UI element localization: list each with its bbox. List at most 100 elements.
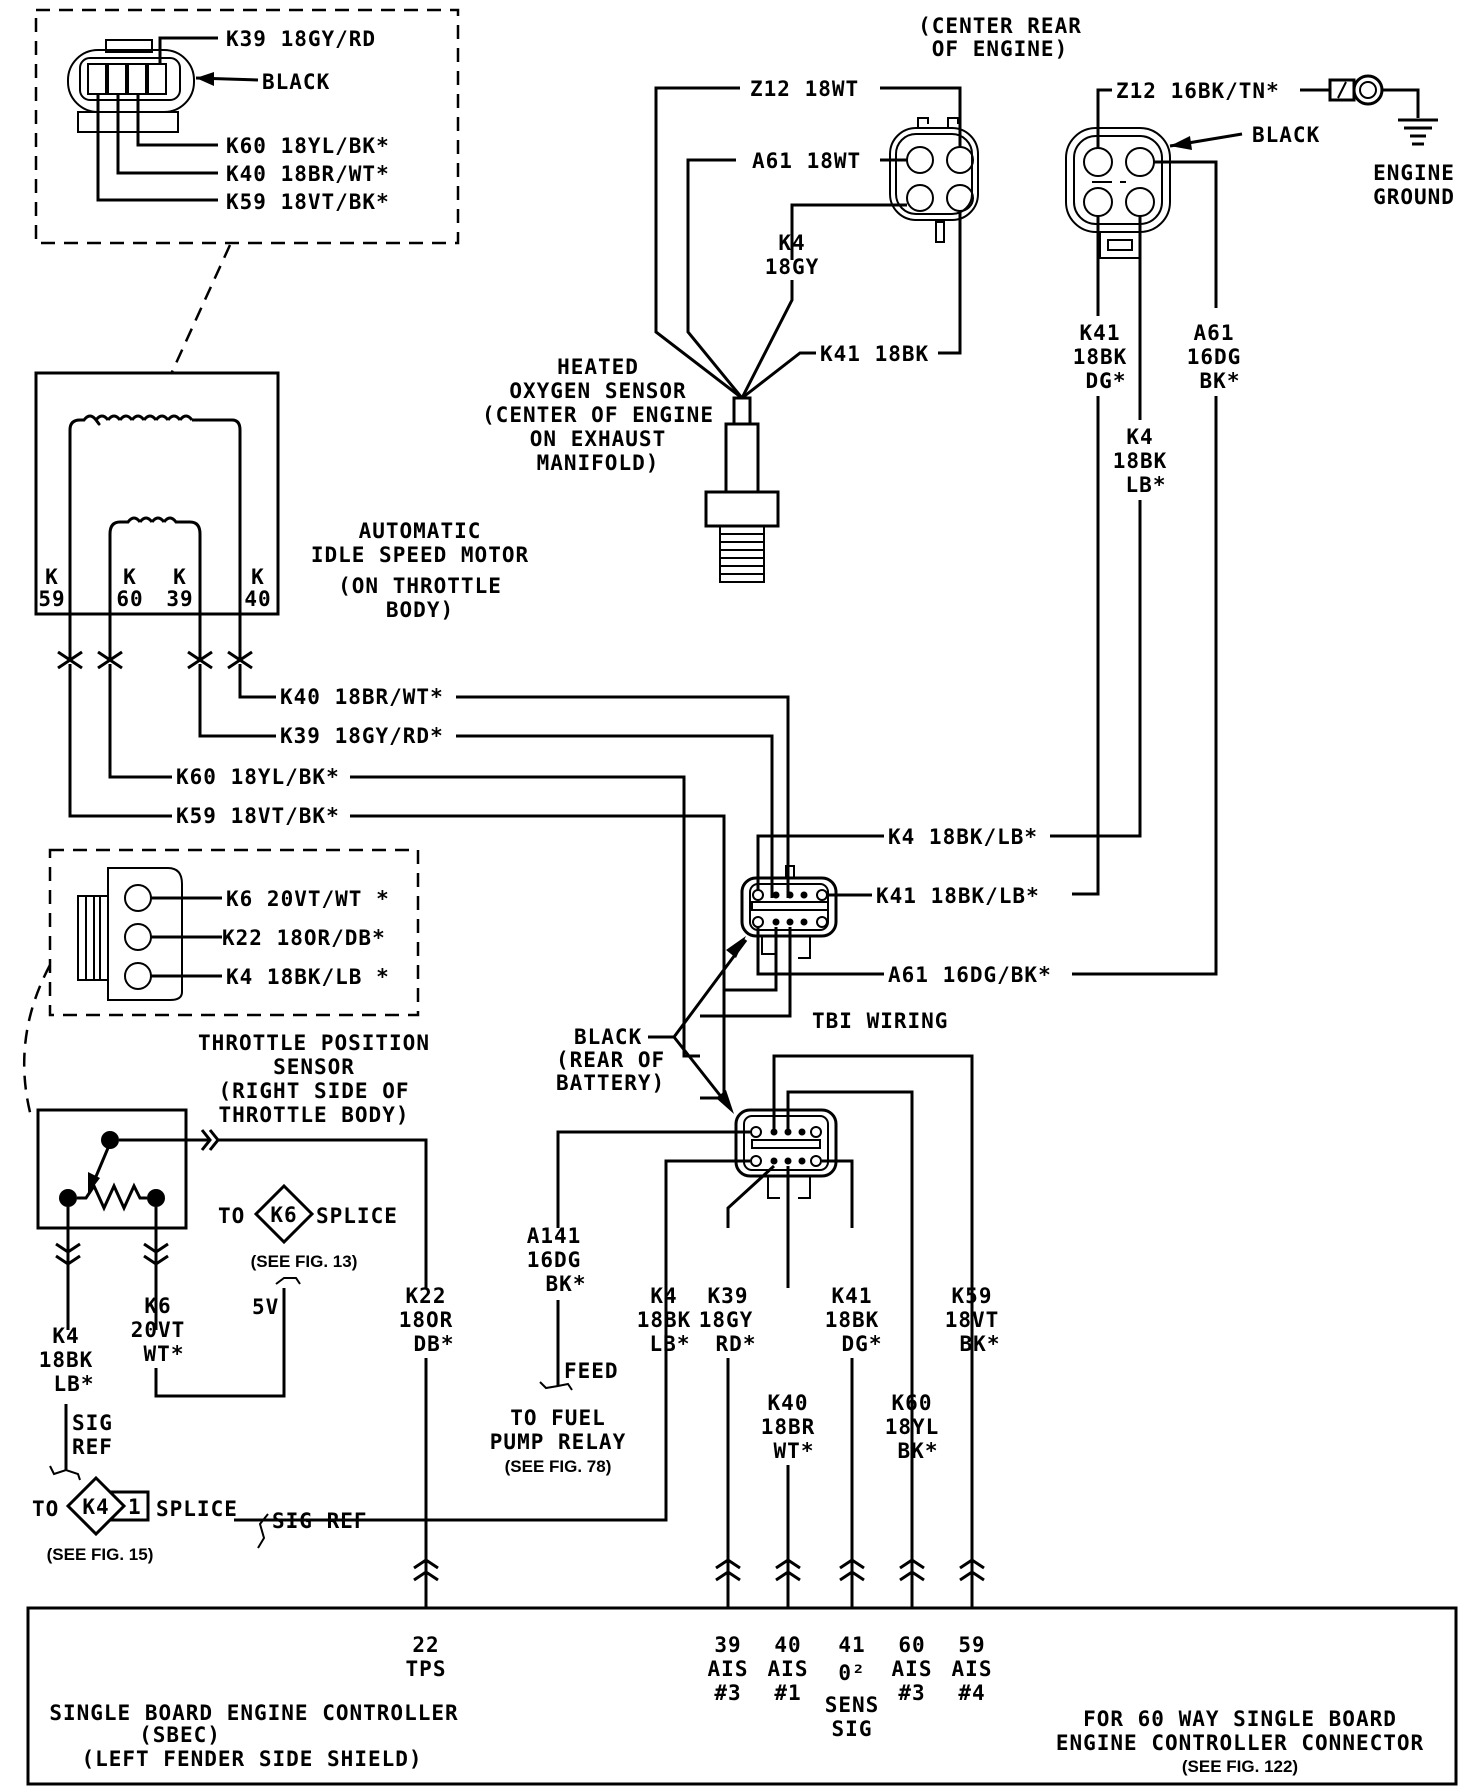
o2-connector-icon [889,117,979,243]
terminal-label: 39 [166,587,193,611]
component-title: MANIFOLD) [537,451,660,475]
wire-label: 16DG [1187,345,1242,369]
tps-pin-label: K22 18OR/DB* [222,926,386,950]
ais-wires: K40 18BR/WT* K39 18GY/RD* K60 18YL/BK* K… [57,614,790,1100]
wire-label: BK* [960,1332,1001,1356]
ais-connector-icon [67,39,195,133]
ais-pin-label: K59 18VT/BK* [226,190,390,214]
wire-label: K41 18BK/LB* [876,884,1040,908]
splice-tag: K6 [270,1203,297,1227]
pin-number: 39 [714,1633,741,1657]
pin-function: AIS [708,1657,749,1681]
ground-label: ENGINE [1373,161,1455,185]
wire-label: K40 [768,1391,809,1415]
component-title: THROTTLE POSITION [198,1031,430,1055]
splice-diamond-icon [65,1475,127,1537]
ais-pin-label: K39 18GY/RD [226,27,376,51]
wire-label: 18BK [637,1308,692,1332]
pin-function: AIS [952,1657,993,1681]
tps-pin-label: K4 18BK/LB * [226,965,390,989]
wire-label: A61 18WT [752,149,861,173]
wire-break-icon [275,1277,301,1285]
wire-label: 18BK [39,1348,94,1372]
pin-function: #4 [958,1681,985,1705]
wire-label: Z12 16BK/TN* [1116,79,1280,103]
lower-wires: K4 18BK LB* K39 18GY RD* K40 18BR WT* K4… [637,1284,1001,1608]
terminal-label: K [45,565,59,589]
wire-break-icon [49,1465,81,1481]
component-title: THROTTLE BODY) [218,1103,409,1127]
ais-motor: K 59 K 60 K 39 K 40 AUTOMATIC IDLE SPEED… [34,371,528,622]
splice-tag: K4 [82,1495,109,1519]
wire-label: 18VT [945,1308,1000,1332]
pin-function: SENS [825,1693,880,1717]
section-title: TBI WIRING [812,1009,948,1033]
wire-label: LB* [1126,473,1167,497]
signal-label: REF [72,1435,113,1459]
wire-label: K59 18VT/BK* [176,804,340,828]
sbec-controller: 22 TPS 39 AIS #3 40 AIS #1 41 0² SENS SI… [26,1558,1458,1786]
component-title: (CENTER OF ENGINE [482,403,714,427]
wire-label: K39 18GY/RD* [280,724,444,748]
black-battery-label: BLACK (REAR OF BATTERY) [556,936,748,1114]
pin-function: TPS [406,1657,447,1681]
pin-function: #3 [714,1681,741,1705]
wire-label: 18BK [825,1308,880,1332]
connector-chevron-icon [57,650,253,670]
wire-label: K59 [952,1284,993,1308]
component-title: HEATED [557,355,639,379]
wire-label: Z12 18WT [750,77,859,101]
figure-reference: (SEE FIG. 15) [47,1545,154,1564]
wire-label: 18BR [761,1415,816,1439]
splice-diamond-icon [253,1183,315,1245]
terminal-label: 59 [38,587,65,611]
wire-label: 18BK [1073,345,1128,369]
tbi-connector-icon [740,865,838,959]
wire-label: DG* [1086,369,1127,393]
connector-color-label: BLACK [574,1025,642,1049]
arrow-icon [726,936,746,958]
wire-label: 18YL [885,1415,940,1439]
feed-label: FEED [564,1359,619,1383]
pin-function: AIS [892,1657,933,1681]
wire-label: K4 [650,1284,677,1308]
wire-label: LB* [650,1332,691,1356]
o2-sensor: (CENTER REAR OF ENGINE) Z12 18WT A61 18W… [482,14,1081,583]
tbi-upper-connector: K4 18BK/LB* K41 18BK/LB* A61 16DG/BK* TB… [700,825,1052,1033]
wire-label: 16DG [527,1248,582,1272]
ais-pin-label: K60 18YL/BK* [226,134,390,158]
connector-color-label: BLACK [262,70,330,94]
tps-connector-icon [77,867,183,1001]
wire-label: 18GY [765,255,820,279]
connector-color-label: BATTERY) [556,1071,665,1095]
pin-function: #3 [898,1681,925,1705]
signal-label: SIG REF [272,1509,368,1533]
wire-label: BK* [898,1439,939,1463]
connector-color-label: (REAR OF [556,1048,665,1072]
o2-sensor-icon [704,396,780,583]
connector-chevron-icon [55,1242,169,1266]
wire-label: A61 16DG/BK* [888,963,1052,987]
wire-label: DB* [414,1332,455,1356]
wire-label: K4 [778,231,805,255]
harness-connector-icon [1065,127,1171,259]
tbi-connector-icon [734,1108,838,1199]
wire-label: K41 18BK [820,342,929,366]
inset-leader [22,964,52,1121]
terminal-label: 60 [116,587,143,611]
inset-dashed-border [34,8,460,245]
ais-motor-box [34,371,280,616]
controller-title: (SBEC) [139,1723,221,1747]
wire-label: A141 [527,1224,582,1248]
tps-connector-inset: K6 20VT/WT * K22 18OR/DB* K4 18BK/LB * T… [22,848,430,1127]
ring-terminal-icon [1328,74,1384,106]
inset-leader [170,244,232,373]
wire-label: K39 [708,1284,749,1308]
pin-function: AIS [768,1657,809,1681]
voltage-label: 5V [252,1295,279,1319]
pin-number: 40 [774,1633,801,1657]
tps-pin-label: K6 20VT/WT * [226,887,390,911]
destination-label: PUMP RELAY [490,1430,626,1454]
wire-label: 18GY [699,1308,754,1332]
